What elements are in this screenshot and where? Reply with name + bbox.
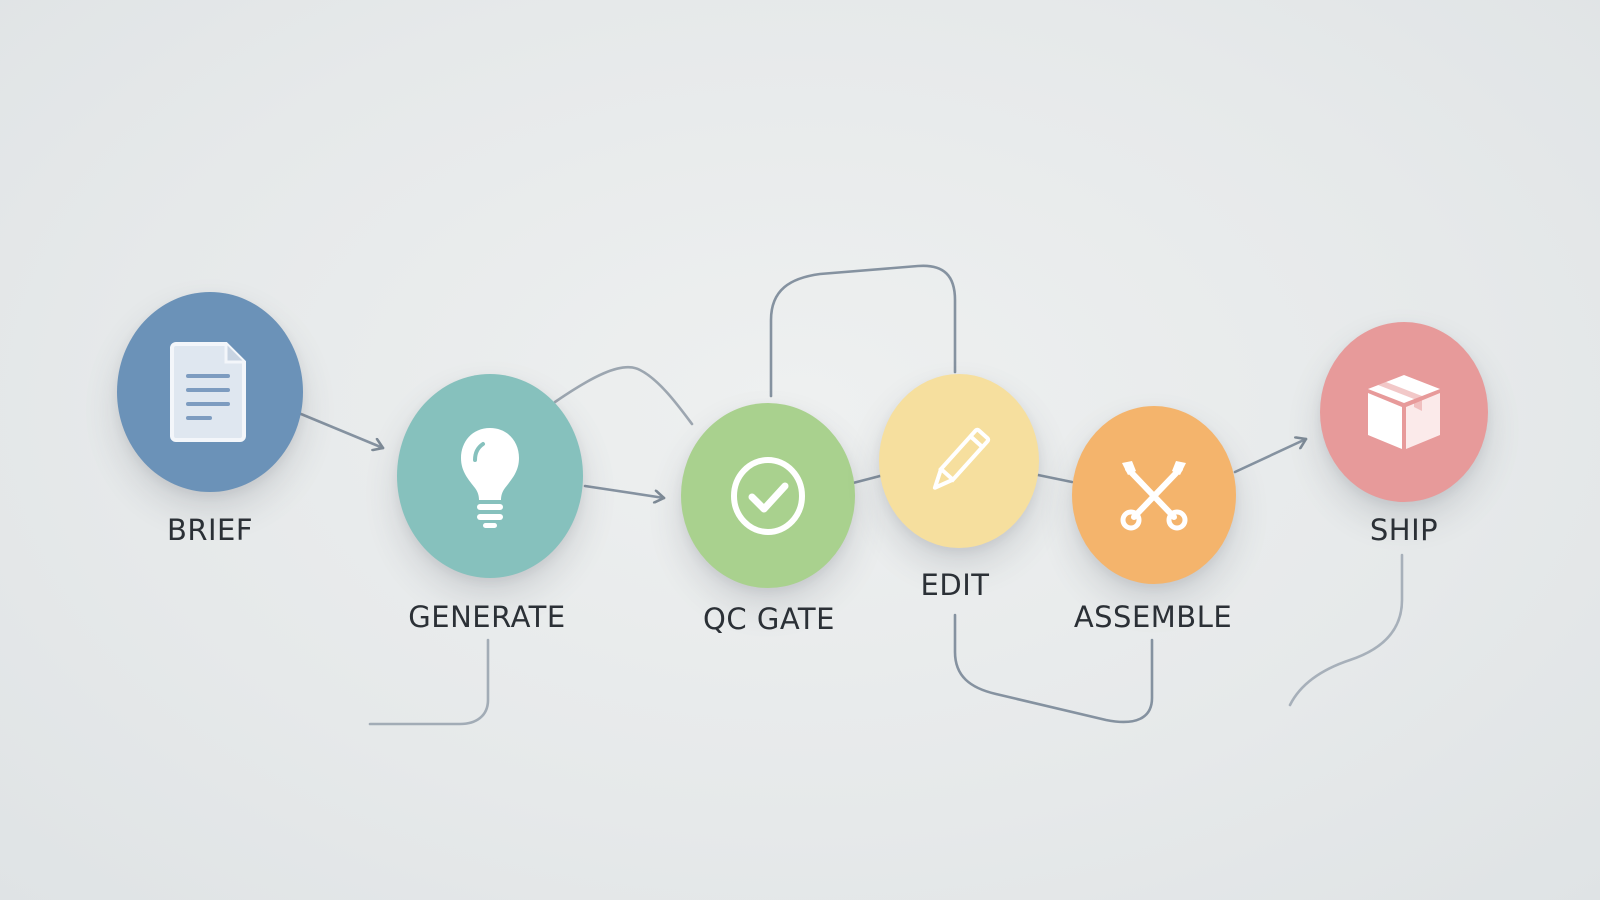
step-assemble-node[interactable] (1072, 406, 1236, 584)
document-icon (170, 342, 246, 442)
step-generate-node[interactable] (397, 374, 583, 578)
step-assemble-label: ASSEMBLE (1073, 600, 1233, 634)
step-generate-label: GENERATE (408, 600, 566, 634)
check-circle-icon (731, 456, 805, 535)
link-qc-to-edit (851, 474, 882, 485)
step-ship-node[interactable] (1320, 322, 1488, 502)
arrow-assemble-to-ship (1233, 439, 1308, 474)
step-ship-label: SHIP (1369, 513, 1439, 547)
step-brief-label: BRIEF (166, 513, 254, 547)
link-edit-to-assemble (1036, 473, 1074, 484)
arrow-brief-to-generate (299, 412, 385, 448)
loop-generate-top (553, 365, 694, 426)
step-edit-node[interactable] (879, 374, 1039, 548)
tail-ship-bottom (1288, 553, 1404, 707)
step-qc-gate-label: QC GATE (703, 602, 835, 636)
step-edit-label: EDIT (920, 568, 990, 602)
loop-qc-to-edit-top (769, 264, 957, 398)
step-brief-node[interactable] (117, 292, 303, 492)
tools-icon (1120, 461, 1188, 531)
box-icon (1368, 375, 1440, 449)
loop-generate-bottom (368, 638, 490, 726)
lightbulb-icon (461, 428, 519, 528)
step-qc-gate-node[interactable] (681, 403, 855, 588)
arrow-generate-to-qc (583, 484, 666, 498)
loop-edit-assemble-bottom (953, 613, 1154, 724)
pencil-icon (932, 427, 991, 490)
